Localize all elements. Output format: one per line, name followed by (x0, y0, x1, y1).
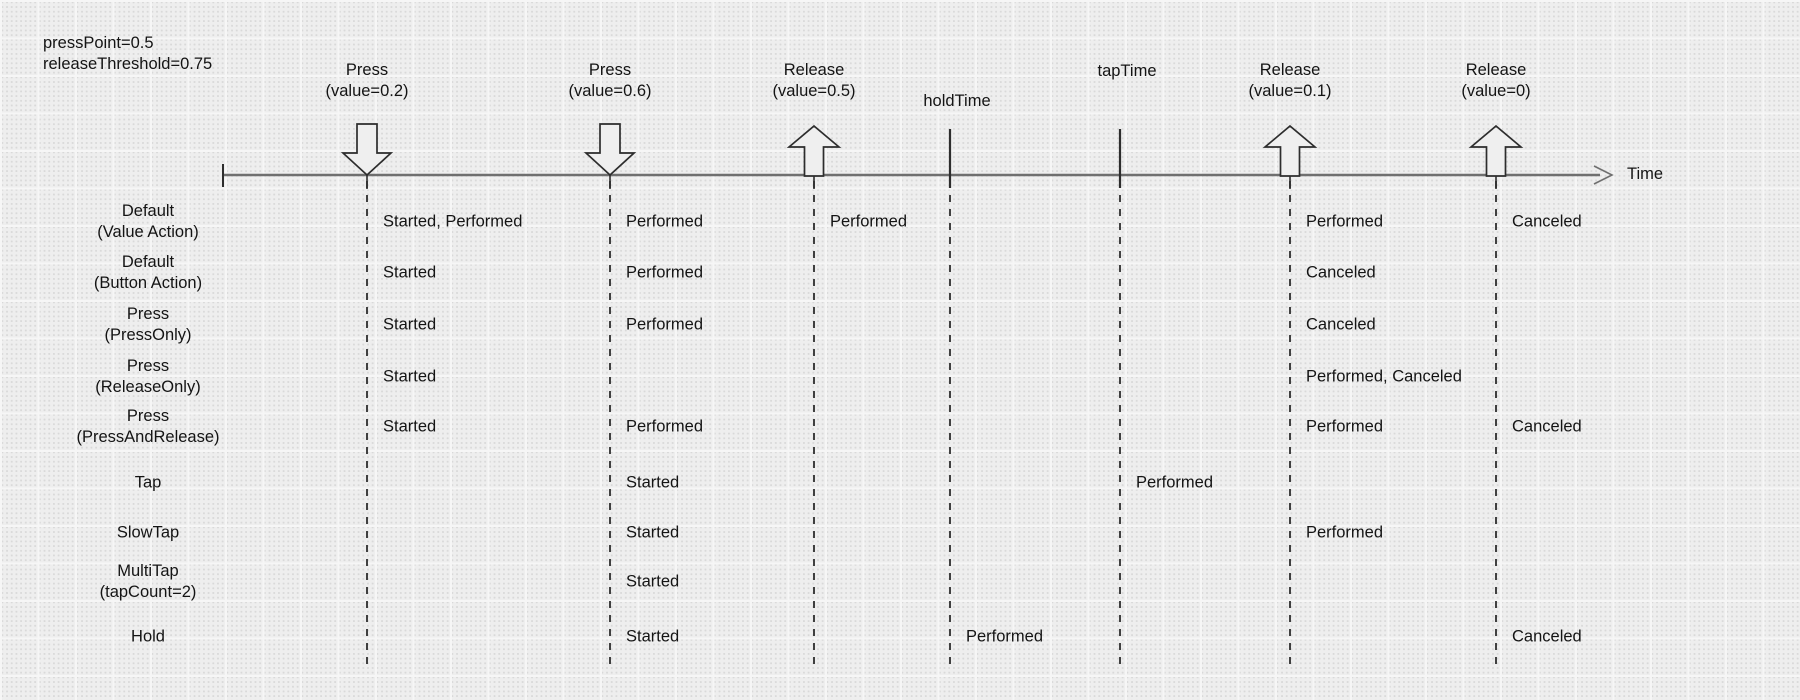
press-down-arrow-icon (583, 123, 637, 177)
release-value-0-label: Release (value=0) (1461, 60, 1530, 102)
release-up-arrow-icon (1468, 124, 1524, 177)
cell-hold-hold-time: Performed (966, 627, 1044, 646)
press-value-0-6-label: Press (value=0.6) (568, 60, 651, 102)
cell-default-value-action-release-value-0: Canceled (1512, 212, 1582, 231)
row-label-hold: Hold (0, 627, 296, 648)
row-label-press-pressonly-line-1: Press (126, 305, 170, 323)
release-value-0-label-line-2: (value=0) (1461, 82, 1531, 100)
cell-default-value-action-press-value-0-2: Started, Performed (383, 212, 523, 231)
hold-time-label-line-1: holdTime (923, 92, 991, 110)
cell-multitap-tapcount-2-press-value-0-6: Started (626, 572, 680, 591)
cell-default-value-action-release-value-0-1: Performed (1306, 212, 1384, 231)
release-value-0-label-line-1: Release (1465, 61, 1527, 79)
row-label-multitap-tapcount-2: MultiTap (tapCount=2) (0, 561, 296, 603)
cell-press-pressandrelease-press-value-0-2: Started (383, 417, 437, 436)
press-value-0-2-label: Press (value=0.2) (325, 60, 408, 102)
release-value-0-5-label: Release (value=0.5) (772, 60, 855, 102)
row-label-press-pressandrelease-line-1: Press (126, 407, 170, 425)
press-value-0-2-label-line-2: (value=0.2) (325, 82, 409, 100)
cell-tap-press-value-0-6: Started (626, 473, 680, 492)
tap-time-label: tapTime (1098, 61, 1157, 82)
cell-hold-press-value-0-6: Started (626, 627, 680, 646)
cell-press-pressonly-press-value-0-2: Started (383, 315, 437, 334)
release-value-0-1-label-line-1: Release (1259, 61, 1321, 79)
row-label-default-button-action: Default (Button Action) (0, 252, 296, 294)
row-label-default-button-action-line-1: Default (121, 253, 175, 271)
press-value-0-2-label-line-1: Press (345, 61, 389, 79)
press-value-0-6-label-line-1: Press (588, 61, 632, 79)
row-label-press-pressonly: Press (PressOnly) (0, 304, 296, 346)
row-label-default-button-action-line-2: (Button Action) (93, 274, 203, 292)
config-releasethreshold: releaseThreshold=0.75 (43, 55, 213, 73)
row-label-press-releaseonly: Press (ReleaseOnly) (0, 356, 296, 398)
row-label-slowtap-line-1: SlowTap (116, 523, 180, 542)
row-label-press-pressonly-line-2: (PressOnly) (104, 326, 192, 344)
row-label-press-releaseonly-line-1: Press (126, 357, 170, 375)
hold-time-label: holdTime (923, 91, 990, 112)
press-value-0-6-label-line-2: (value=0.6) (568, 82, 652, 100)
row-label-default-value-action-line-2: (Value Action) (97, 223, 199, 241)
release-value-0-1-label-line-2: (value=0.1) (1248, 82, 1332, 100)
row-label-default-value-action-line-1: Default (121, 202, 175, 220)
row-label-multitap-tapcount-2-line-2: (tapCount=2) (99, 583, 197, 601)
row-label-multitap-tapcount-2-line-1: MultiTap (117, 562, 179, 580)
row-label-press-pressandrelease-line-2: (PressAndRelease) (76, 428, 220, 446)
cell-hold-release-value-0: Canceled (1512, 627, 1582, 646)
row-label-press-releaseonly-line-2: (ReleaseOnly) (95, 378, 201, 396)
cell-press-releaseonly-press-value-0-2: Started (383, 367, 437, 386)
press-down-arrow-icon (340, 123, 394, 177)
cell-default-button-action-press-value-0-6: Performed (626, 263, 704, 282)
row-label-hold-line-1: Hold (131, 627, 165, 646)
cell-slowtap-release-value-0-1: Performed (1306, 523, 1384, 542)
cell-tap-tap-time: Performed (1136, 473, 1214, 492)
row-label-press-pressandrelease: Press (PressAndRelease) (0, 406, 296, 448)
cell-default-button-action-press-value-0-2: Started (383, 263, 437, 282)
config-presspoint: pressPoint=0.5 (43, 34, 154, 52)
tap-time-label-line-1: tapTime (1097, 62, 1157, 80)
time-axis-label: Time (1627, 165, 1664, 183)
release-up-arrow-icon (1262, 124, 1318, 177)
row-label-slowtap: SlowTap (0, 523, 296, 544)
cell-press-pressonly-release-value-0-1: Canceled (1306, 315, 1376, 334)
row-label-tap: Tap (0, 473, 296, 494)
release-value-0-5-label-line-1: Release (783, 61, 845, 79)
release-value-0-1-label: Release (value=0.1) (1248, 60, 1331, 102)
row-label-tap-line-1: Tap (134, 473, 162, 492)
cell-press-pressandrelease-release-value-0-1: Performed (1306, 417, 1384, 436)
cell-slowtap-press-value-0-6: Started (626, 523, 680, 542)
cell-press-pressandrelease-release-value-0: Canceled (1512, 417, 1582, 436)
cell-press-releaseonly-release-value-0-1: Performed, Canceled (1306, 367, 1462, 386)
cell-default-button-action-release-value-0-1: Canceled (1306, 263, 1376, 282)
cell-default-value-action-release-value-0-5: Performed (830, 212, 908, 231)
cell-press-pressonly-press-value-0-6: Performed (626, 315, 704, 334)
release-value-0-5-label-line-2: (value=0.5) (772, 82, 856, 100)
release-up-arrow-icon (786, 124, 842, 177)
config-note: pressPoint=0.5 releaseThreshold=0.75 (43, 33, 212, 75)
cell-default-value-action-press-value-0-6: Performed (626, 212, 704, 231)
time-axis-arrowhead (1593, 165, 1614, 185)
row-label-default-value-action: Default (Value Action) (0, 201, 296, 243)
cell-press-pressandrelease-press-value-0-6: Performed (626, 417, 704, 436)
